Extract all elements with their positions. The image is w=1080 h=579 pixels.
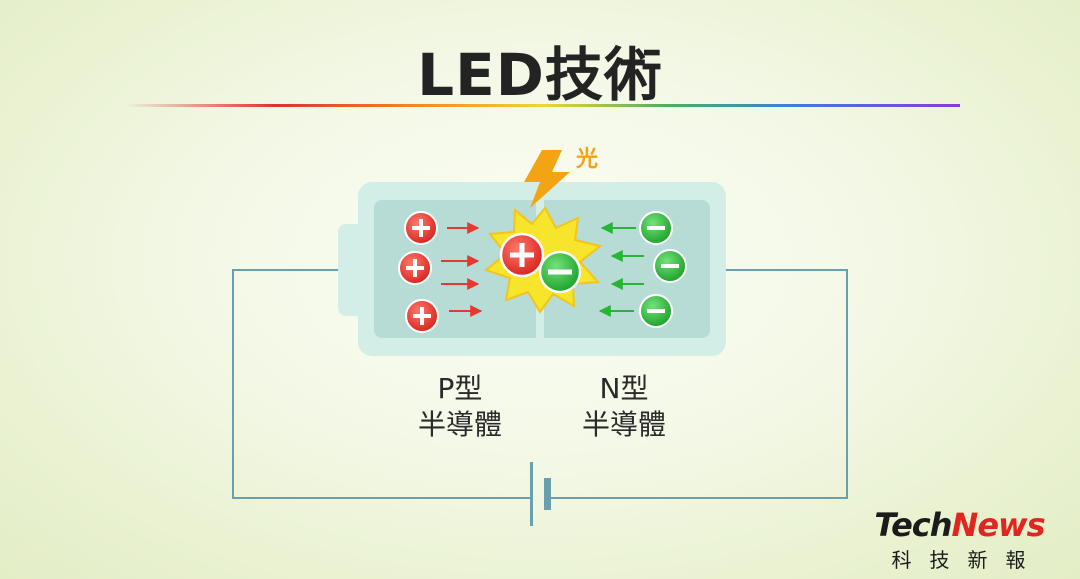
- light-label: 光: [575, 147, 598, 172]
- hole-particle: [405, 299, 439, 333]
- technews-logo: TechNews 科技新報: [872, 508, 1047, 573]
- n-type-label: N型 半導體: [554, 371, 694, 443]
- p-type-label: P型 半導體: [390, 371, 530, 443]
- rainbow-divider: [125, 104, 960, 107]
- electron-particle: [639, 294, 673, 328]
- p-type-line1: P型: [437, 372, 483, 405]
- electrons-n-side: [598, 211, 687, 328]
- circuit-wire: [232, 269, 848, 499]
- holes-p-side: [398, 211, 483, 333]
- logo-subtitle: 科技新報: [891, 548, 1044, 572]
- logo-part-news: News: [951, 506, 1046, 544]
- hole-particle: [404, 211, 438, 245]
- electron-particle: [653, 249, 687, 283]
- battery-source-icon: [530, 462, 551, 526]
- hole-particle: [398, 251, 432, 285]
- p-type-line2: 半導體: [417, 408, 502, 441]
- logo-wordmark: TechNews: [872, 508, 1047, 542]
- logo-part-tech: Tech: [874, 506, 952, 544]
- electron-particle-junction: [538, 250, 582, 294]
- arrow-right-icon: [441, 222, 483, 317]
- page-title: LED技術: [417, 41, 663, 109]
- lightning-icon: [524, 150, 570, 208]
- electron-particle: [639, 211, 673, 245]
- n-type-line1: N型: [599, 372, 649, 405]
- hole-particle-junction: [499, 232, 545, 278]
- n-type-line2: 半導體: [581, 408, 666, 441]
- arrow-left-icon: [598, 222, 644, 317]
